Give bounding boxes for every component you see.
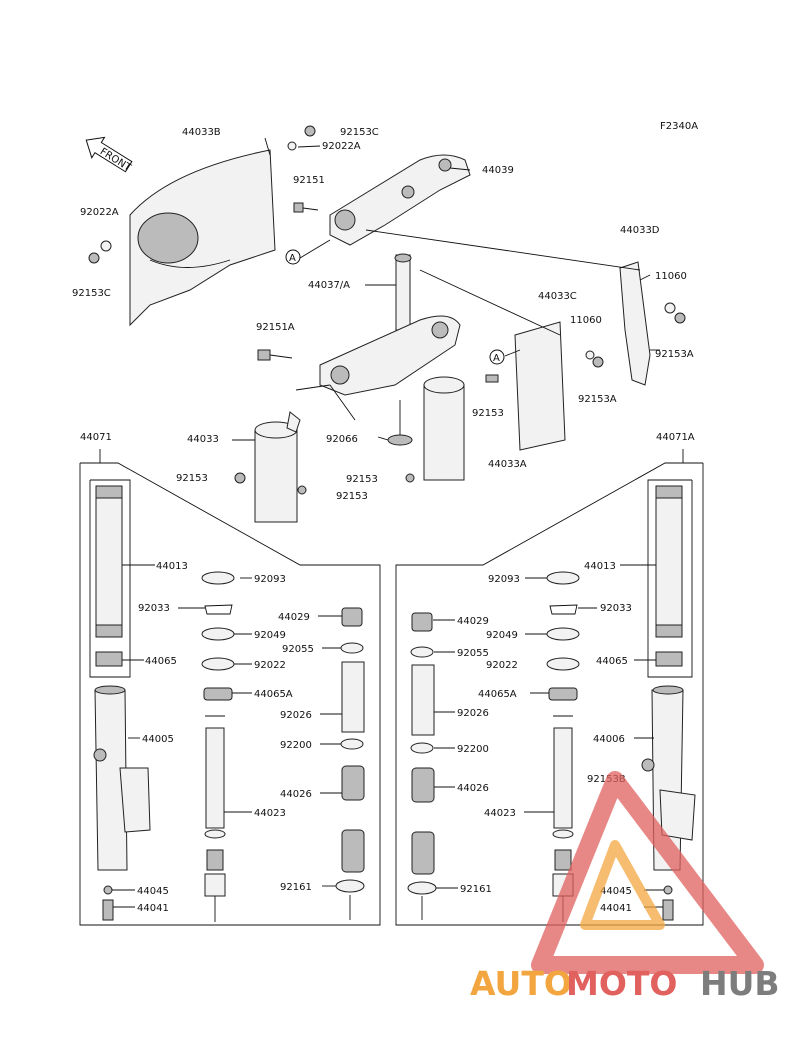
label-11060-right: 11060 (655, 271, 687, 282)
right-spring (411, 767, 435, 875)
watermark-logo-icon (531, 771, 764, 974)
label-left-92161: 92161 (280, 882, 312, 893)
label-right-92033: 92033 (600, 603, 632, 614)
label-left-44065: 44065 (145, 656, 177, 667)
label-44071: 44071 (80, 432, 112, 443)
label-92153c-top: 92153C (340, 127, 379, 138)
label-right-44041: 44041 (600, 903, 632, 914)
left-cover (129, 149, 276, 327)
label-left-44065a: 44065A (254, 689, 293, 700)
label-left-44045: 44045 (137, 886, 169, 897)
svg-text:A: A (289, 253, 296, 264)
label-92022a-left: 92022A (80, 207, 119, 218)
label-44071a: 44071A (656, 432, 695, 443)
label-92153-mid: 92153 (472, 408, 504, 419)
bolt-92151 (293, 202, 319, 213)
bolt-92151a (257, 349, 293, 361)
label-left-92200: 92200 (280, 740, 312, 751)
label-left-44026: 44026 (280, 789, 312, 800)
bracket-44033a (514, 321, 566, 451)
label-right-92026: 92026 (457, 708, 489, 719)
label-left-44005: 44005 (142, 734, 174, 745)
label-right-44006: 44006 (593, 734, 625, 745)
label-right-44045: 44045 (600, 886, 632, 897)
label-left-92055: 92055 (282, 644, 314, 655)
label-44033b: 44033B (182, 127, 221, 138)
label-right-44013: 44013 (584, 561, 616, 572)
right-fork-frame (395, 449, 704, 926)
svg-text:AUTO: AUTO (470, 964, 572, 1003)
label-92153-left: 92153 (176, 473, 208, 484)
label-left-92049: 92049 (254, 630, 286, 641)
label-44033c: 44033C (538, 291, 577, 302)
label-left-44013: 44013 (156, 561, 188, 572)
svg-text:MOTO: MOTO (566, 964, 677, 1003)
label-right-92200: 92200 (457, 744, 489, 755)
label-right-44065a: 44065A (478, 689, 517, 700)
label-right-92093: 92093 (488, 574, 520, 585)
cover-44033c (423, 376, 465, 481)
label-right-44026: 44026 (457, 783, 489, 794)
label-right-92161: 92161 (460, 884, 492, 895)
lower-bracket (319, 315, 461, 396)
label-left-92033: 92033 (138, 603, 170, 614)
label-left-44029: 44029 (278, 612, 310, 623)
label-92066: 92066 (326, 434, 358, 445)
label-left-92026: 92026 (280, 710, 312, 721)
label-right-92049: 92049 (486, 630, 518, 641)
label-92153a-r1: 92153A (655, 349, 694, 360)
left-spring (341, 765, 365, 873)
label-92022a-top: 92022A (322, 141, 361, 152)
label-92153-c1: 92153 (346, 474, 378, 485)
label-92151a: 92151A (256, 322, 295, 333)
steering-stem (395, 254, 411, 331)
front-arrow-icon: FRONT (85, 136, 133, 174)
label-44033a: 44033A (488, 459, 527, 470)
cover-44033 (254, 411, 301, 523)
bracket-44033d (619, 261, 651, 386)
label-left-44041: 44041 (137, 903, 169, 914)
left-fork-frame (79, 449, 381, 926)
svg-text:A: A (493, 353, 500, 364)
ref-marker-a-left: A (285, 249, 301, 265)
top-bracket (329, 154, 471, 246)
seal-92066 (387, 434, 413, 446)
label-11060-mid: 11060 (570, 315, 602, 326)
label-44039: 44039 (482, 165, 514, 176)
figure-code: F2340A (660, 121, 698, 132)
label-left-44023: 44023 (254, 808, 286, 819)
svg-text:HUB: HUB (700, 964, 780, 1003)
label-right-44023: 44023 (484, 808, 516, 819)
label-44033: 44033 (187, 434, 219, 445)
label-right-92022: 92022 (486, 660, 518, 671)
label-44033d: 44033D (620, 225, 660, 236)
label-right-44065: 44065 (596, 656, 628, 667)
label-left-92022: 92022 (254, 660, 286, 671)
label-44037a: 44037/A (308, 280, 350, 291)
label-92153c-left: 92153C (72, 288, 111, 299)
label-92151: 92151 (293, 175, 325, 186)
label-right-92055: 92055 (457, 648, 489, 659)
label-right-44029: 44029 (457, 616, 489, 627)
watermark-text: AUTO MOTO HUB (470, 964, 780, 1003)
label-92153-c2: 92153 (336, 491, 368, 502)
label-left-92093: 92093 (254, 574, 286, 585)
ref-marker-a-right: A (489, 349, 505, 365)
label-92153a-r2: 92153A (578, 394, 617, 405)
